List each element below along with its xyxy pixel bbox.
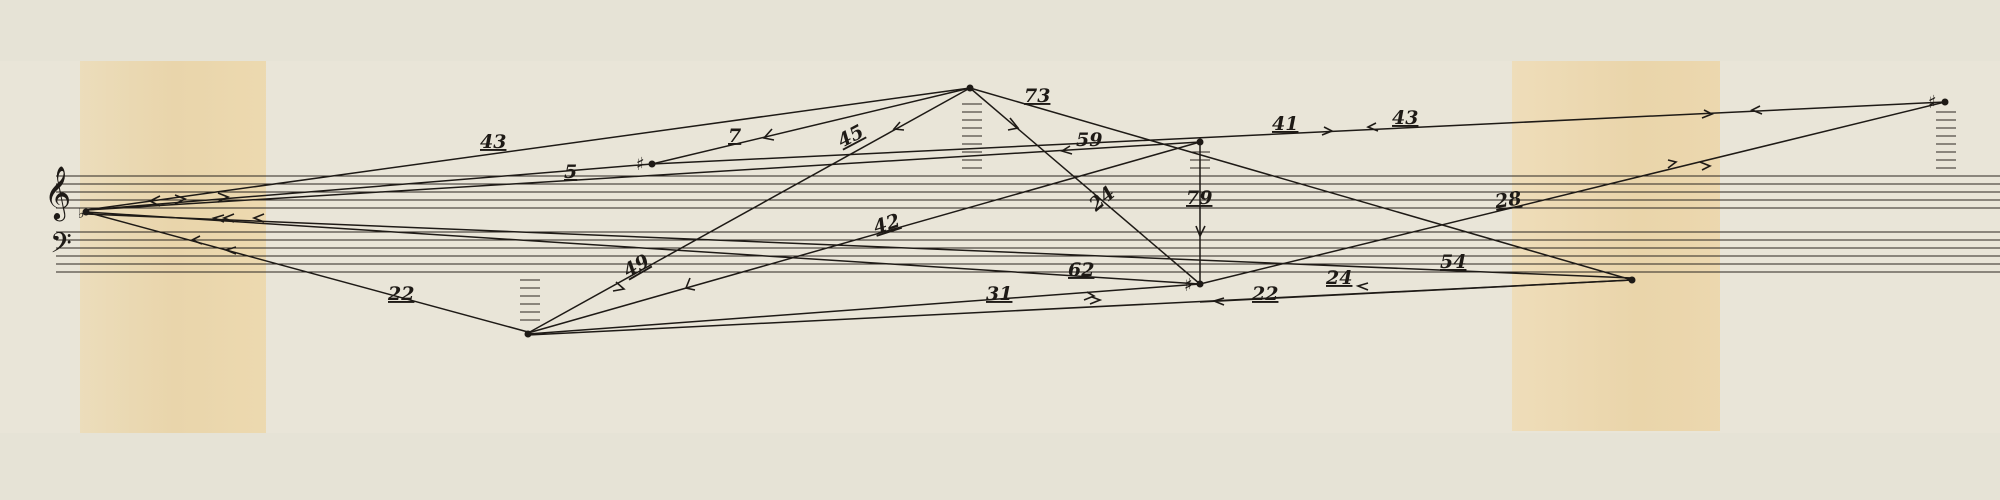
note-low-left — [524, 330, 532, 338]
interval-label: 22 — [1251, 283, 1278, 305]
note-upper-mid — [1196, 138, 1204, 146]
interval-label: 54 — [1440, 251, 1466, 273]
interval-lines — [85, 87, 1946, 336]
tape-stain-right — [1512, 61, 1720, 431]
interval-label: 24 — [1325, 267, 1352, 289]
interval-label: 73 — [1024, 85, 1050, 107]
note-sharp-high-right — [1941, 98, 1949, 106]
sharp-sign: ♯ — [1928, 92, 1937, 113]
flat-sign: ♭ — [78, 206, 85, 222]
note-sharp-mid — [648, 160, 656, 168]
interval-label: 22 — [387, 283, 414, 305]
note-high-top — [966, 84, 974, 92]
interval-label: 28 — [1493, 187, 1523, 213]
interval-label: 43 — [1392, 107, 1418, 129]
interval-label: 41 — [1272, 113, 1298, 135]
note-sharp-low — [1196, 280, 1204, 288]
interval-labels: 43 5 22 7 45 49 73 59 42 62 31 24 79 22 … — [387, 85, 1523, 305]
bass-staff — [56, 231, 2000, 273]
interval-label: 5 — [564, 161, 577, 183]
bass-clef: 𝄢 — [50, 227, 72, 267]
note-heads — [82, 84, 1949, 338]
interval-label: 31 — [986, 283, 1012, 305]
interval-label: 7 — [728, 125, 741, 147]
interval-label: 43 — [480, 131, 506, 153]
sharp-sign: ♯ — [636, 154, 645, 175]
interval-label: 79 — [1186, 187, 1212, 209]
direction-arrows — [148, 105, 1763, 306]
interval-label: 62 — [1068, 259, 1094, 281]
treble-clef: 𝄞 — [44, 165, 71, 221]
sharp-sign: ♯ — [1184, 275, 1193, 296]
tape-stain-left — [80, 61, 266, 433]
note-right-low — [1628, 276, 1636, 284]
note-c-left — [82, 208, 90, 216]
interval-label: 59 — [1076, 129, 1102, 151]
